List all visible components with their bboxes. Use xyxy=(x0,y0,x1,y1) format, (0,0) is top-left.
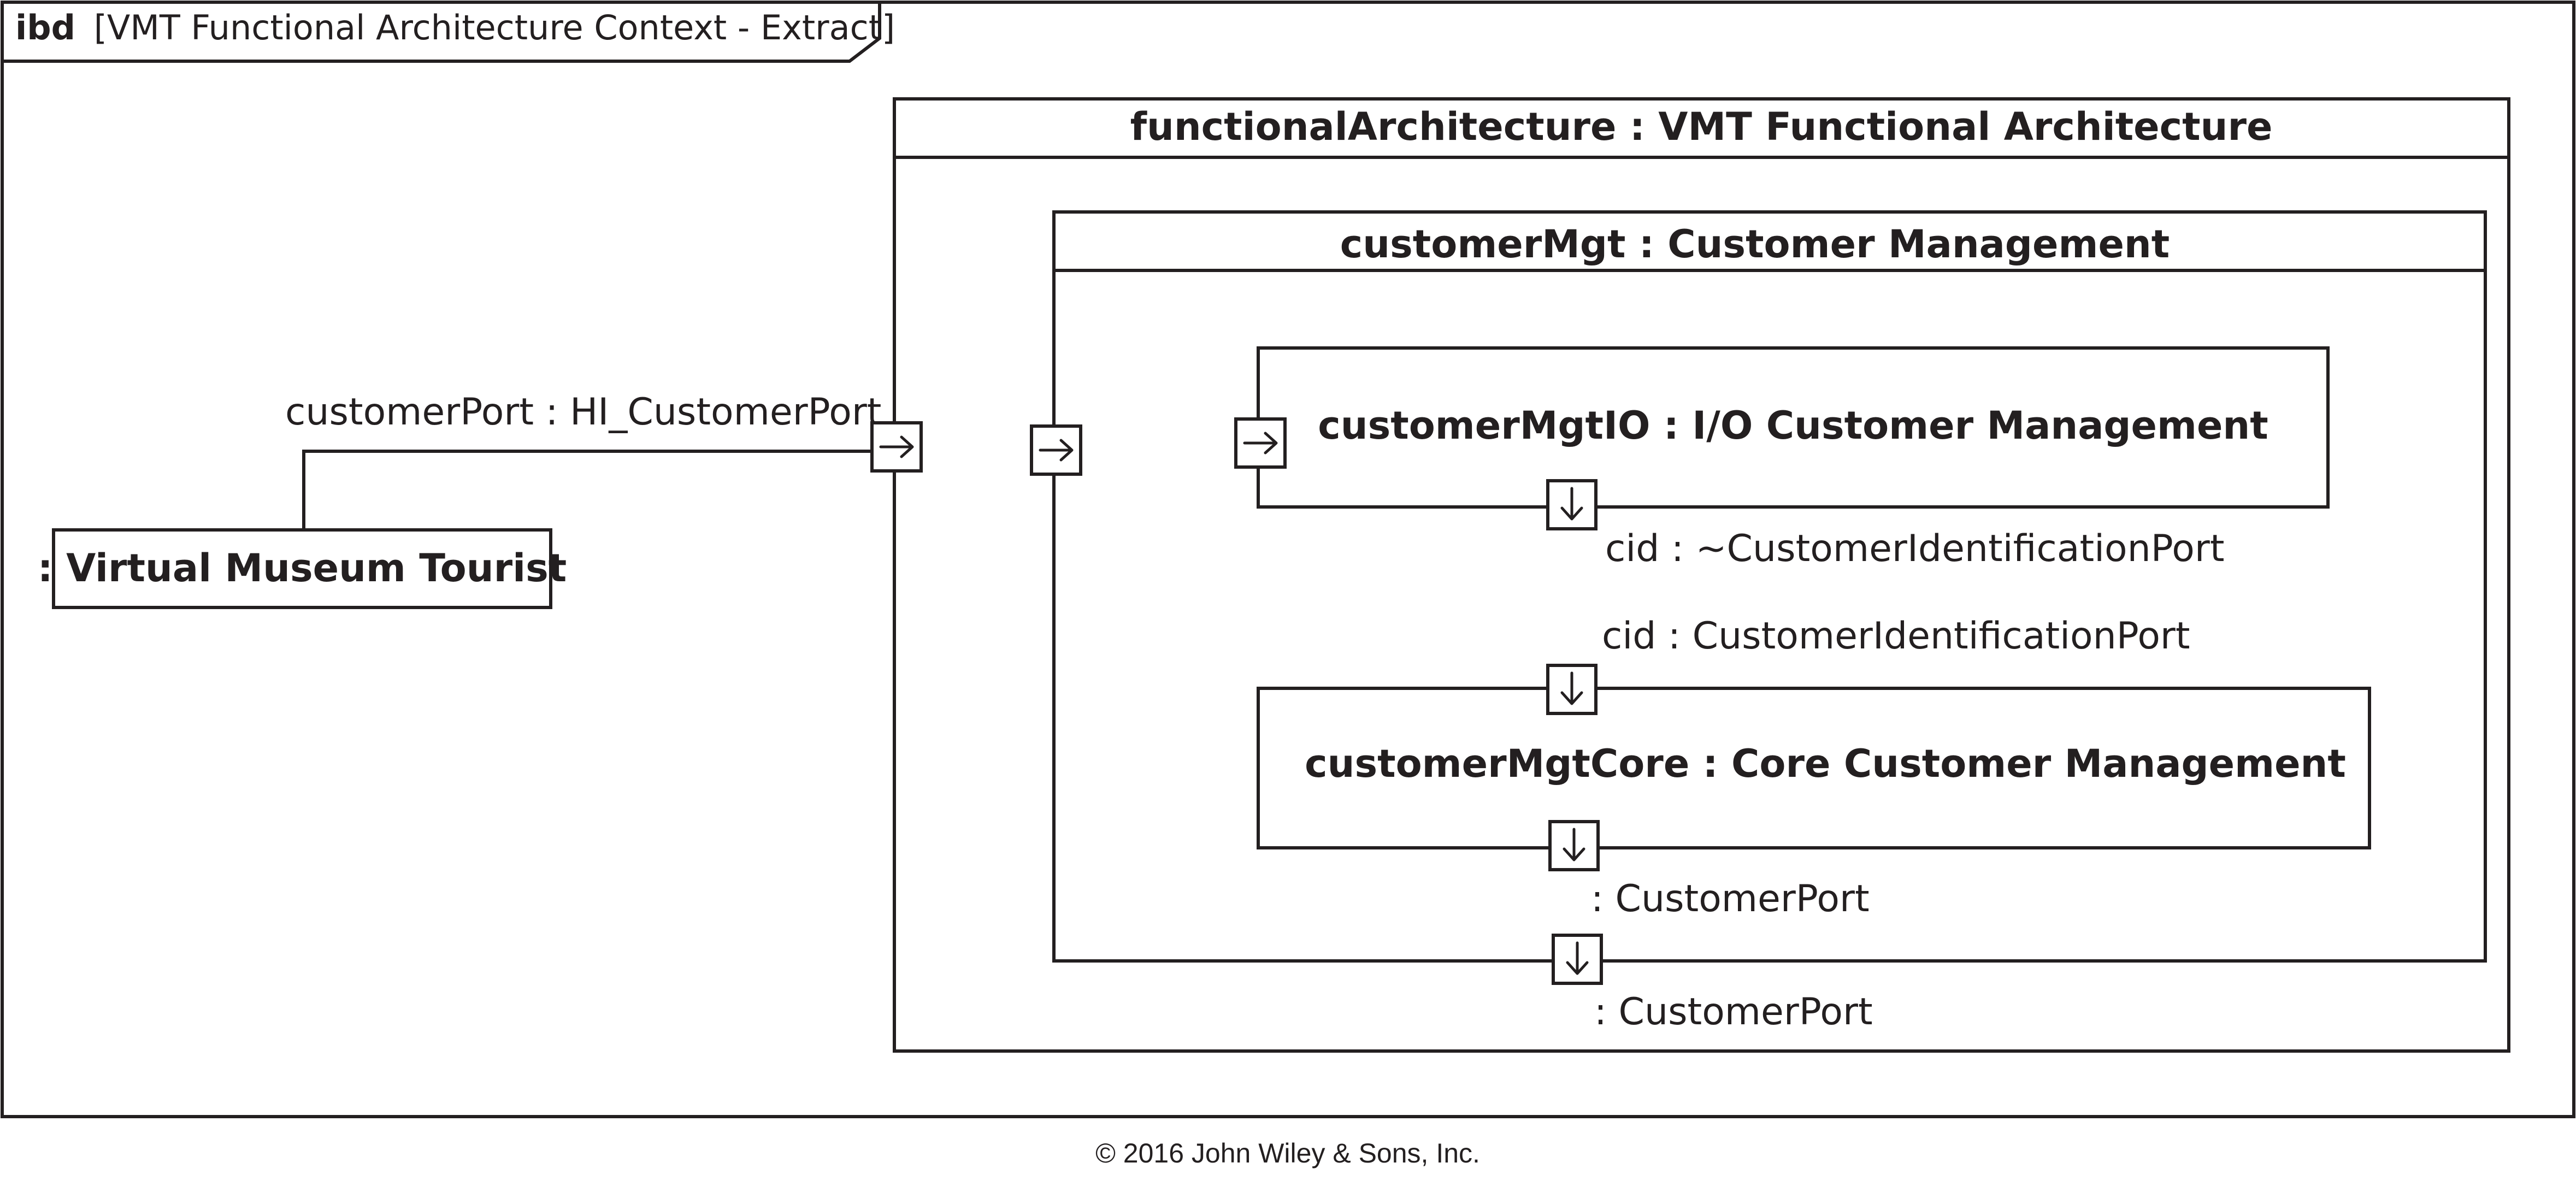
frame-header-tab xyxy=(2,2,881,63)
customer-mgt-core-part[interactable]: customerMgtCore : Core Customer Manageme… xyxy=(1257,687,2371,849)
customer-mgt-label: customerMgt : Customer Management xyxy=(1340,222,2170,267)
customer-mgt-core-label: customerMgtCore : Core Customer Manageme… xyxy=(1305,741,2346,786)
customer-mgt-io-part[interactable]: customerMgtIO : I/O Customer Management xyxy=(1257,346,2330,509)
mgt-customer-port-label: : CustomerPort xyxy=(1594,990,1873,1034)
core-customer-port[interactable] xyxy=(1548,820,1600,871)
functional-architecture-label: functionalArchitecture : VMT Functional … xyxy=(1130,104,2273,149)
mgt-customer-port[interactable] xyxy=(1552,934,1603,985)
frame-header: ibd [VMT Functional Architecture Context… xyxy=(15,8,895,48)
customer-mgt-io-label: customerMgtIO : I/O Customer Management xyxy=(1318,403,2268,448)
cid-conjugated-port-label: cid : ~CustomerIdentificationPort xyxy=(1605,527,2225,570)
hi-customer-port-label: customerPort : HI_CustomerPort xyxy=(285,391,881,434)
frame-kind: ibd xyxy=(15,8,75,48)
cid-port-label: cid : CustomerIdentificationPort xyxy=(1602,615,2190,658)
connector-tourist-to-functional-architecture xyxy=(302,450,897,530)
customer-mgt-io-input-port[interactable] xyxy=(1234,417,1287,469)
frame-name: [VMT Functional Architecture Context - E… xyxy=(94,8,895,48)
cid-port[interactable] xyxy=(1546,664,1598,715)
cid-conjugated-port[interactable] xyxy=(1546,479,1598,530)
virtual-museum-tourist-part[interactable]: : Virtual Museum Tourist xyxy=(38,528,567,609)
hi-customer-port[interactable] xyxy=(870,421,923,473)
customer-mgt-input-port[interactable] xyxy=(1030,424,1082,476)
copyright-footer: © 2016 John Wiley & Sons, Inc. xyxy=(1095,1138,1480,1169)
virtual-museum-tourist-label: : Virtual Museum Tourist xyxy=(38,546,567,591)
core-customer-port-label: : CustomerPort xyxy=(1591,877,1870,920)
